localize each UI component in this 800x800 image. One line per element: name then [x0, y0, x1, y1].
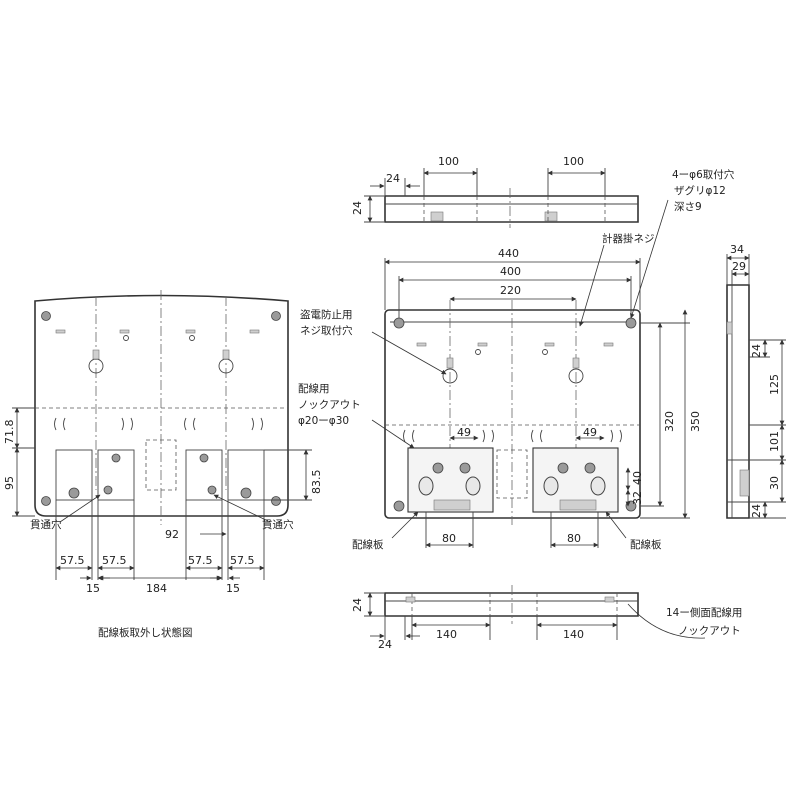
dim-350: 350 — [689, 411, 702, 432]
dim-top-100-a: 100 — [438, 155, 459, 168]
wiring-board-label-right: 配線板 — [630, 538, 662, 551]
mounting-hole-label-1: 4ーφ6取付穴 — [672, 168, 735, 181]
dim-32: 32 — [631, 491, 644, 505]
dim-left-92: 92 — [165, 528, 179, 541]
dim-40: 40 — [631, 471, 644, 485]
dim-bottom-24: 24 — [378, 638, 392, 651]
dim-left-15-b: 15 — [226, 582, 240, 595]
dim-side-24-b: 24 — [750, 504, 763, 518]
dim-440: 440 — [498, 247, 519, 260]
dim-left-57-5-c: 57.5 — [188, 554, 213, 567]
dim-bottom-24-height: 24 — [351, 598, 364, 612]
bottom-view — [364, 585, 706, 640]
dim-left-95: 95 — [3, 476, 16, 490]
dim-320: 320 — [663, 411, 676, 432]
dim-side-24-a: 24 — [750, 344, 763, 358]
dim-side-34: 34 — [730, 243, 744, 256]
side-knockout-label-2: ノックアウト — [678, 625, 741, 637]
knockout-label-1: 配線用 — [298, 382, 330, 395]
dim-left-57-5-b: 57.5 — [102, 554, 127, 567]
dim-bottom-140-b: 140 — [563, 628, 584, 641]
dim-top-24: 24 — [386, 172, 400, 185]
side-view — [726, 254, 786, 519]
knockout-label-3: φ20ーφ30 — [298, 415, 349, 427]
mounting-hole-label-2: ザグリφ12 — [674, 184, 726, 197]
dim-top-24-height: 24 — [351, 201, 364, 215]
dim-side-30: 30 — [768, 476, 781, 490]
side-knockout-label-1: 14ー側面配線用 — [666, 606, 742, 619]
left-view — [12, 290, 312, 581]
dim-220: 220 — [500, 284, 521, 297]
kantsu-label-right: 貫通穴 — [262, 518, 294, 531]
dim-left-184: 184 — [146, 582, 167, 595]
dim-top-100-b: 100 — [563, 155, 584, 168]
dim-side-125: 125 — [768, 374, 781, 395]
dim-left-57-5-a: 57.5 — [60, 554, 85, 567]
dim-49-b: 49 — [583, 426, 597, 439]
antitheft-label-2: ネジ取付穴 — [300, 324, 353, 337]
wiring-board-label-left: 配線板 — [352, 538, 384, 551]
kantsu-label-left: 貫通穴 — [30, 518, 62, 531]
front-view — [371, 199, 690, 548]
dim-left-57-5-d: 57.5 — [230, 554, 255, 567]
dim-left-15-a: 15 — [86, 582, 100, 595]
dim-bottom-140-a: 140 — [436, 628, 457, 641]
meter-screw-label: 計器掛ネジ — [602, 232, 655, 245]
dim-80-a: 80 — [442, 532, 456, 545]
dim-80-b: 80 — [567, 532, 581, 545]
dim-side-101: 101 — [768, 431, 781, 452]
caption-left: 配線板取外し状態図 — [98, 626, 193, 639]
dim-side-29: 29 — [732, 260, 746, 273]
dim-49-a: 49 — [457, 426, 471, 439]
dim-400: 400 — [500, 265, 521, 278]
top-view — [364, 168, 639, 228]
mounting-hole-label-3: 深さ9 — [674, 201, 702, 213]
antitheft-label-1: 盗電防止用 — [300, 308, 353, 321]
knockout-label-2: ノックアウト — [298, 399, 361, 411]
dim-left-83-5: 83.5 — [310, 470, 323, 495]
dim-left-71-8: 71.8 — [3, 420, 16, 445]
